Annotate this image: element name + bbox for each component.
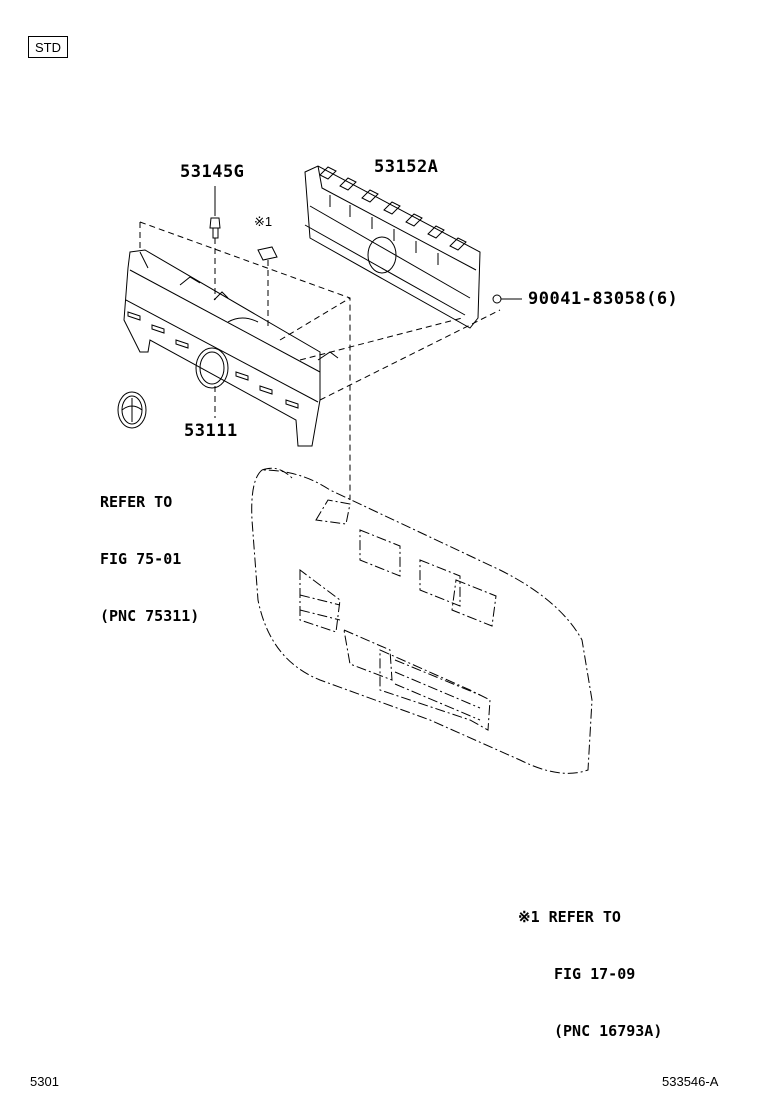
front-bumper-phantom bbox=[251, 467, 593, 774]
note1-reference-line2: FIG 17-09 bbox=[554, 965, 636, 983]
grille-retainer-part bbox=[304, 165, 481, 329]
radiator-grille-part bbox=[123, 249, 339, 447]
tab-part bbox=[257, 246, 278, 261]
note1-reference-line3: (PNC 16793A) bbox=[554, 1022, 663, 1040]
emblem-reference-line1: REFER TO bbox=[100, 493, 173, 511]
emblem-reference-line2: FIG 75-01 bbox=[100, 550, 182, 568]
emblem-reference: REFER TO FIG 75-01 (PNC 75311) bbox=[100, 455, 199, 645]
std-badge: STD bbox=[28, 36, 68, 58]
illustration-code: 533546-A bbox=[662, 1074, 719, 1089]
note-mark-1: ※1 bbox=[254, 214, 273, 229]
part-label-nut: 90041-83058(6) bbox=[528, 289, 679, 309]
emblem-reference-line3: (PNC 75311) bbox=[100, 607, 200, 625]
nut-part bbox=[492, 294, 522, 304]
emblem-part bbox=[117, 391, 147, 429]
note1-reference-line1: ※1 REFER TO bbox=[518, 908, 621, 926]
part-label-grille: 53111 bbox=[184, 421, 238, 441]
page-code: 5301 bbox=[30, 1074, 59, 1089]
part-label-retainer: 53152A bbox=[374, 157, 439, 177]
assembly-leader-lines bbox=[139, 221, 501, 500]
note1-reference: ※1 REFER TO FIG 17-09 (PNC 16793A) bbox=[518, 870, 662, 1060]
clip-part bbox=[209, 186, 221, 239]
part-label-clip: 53145G bbox=[180, 162, 245, 182]
